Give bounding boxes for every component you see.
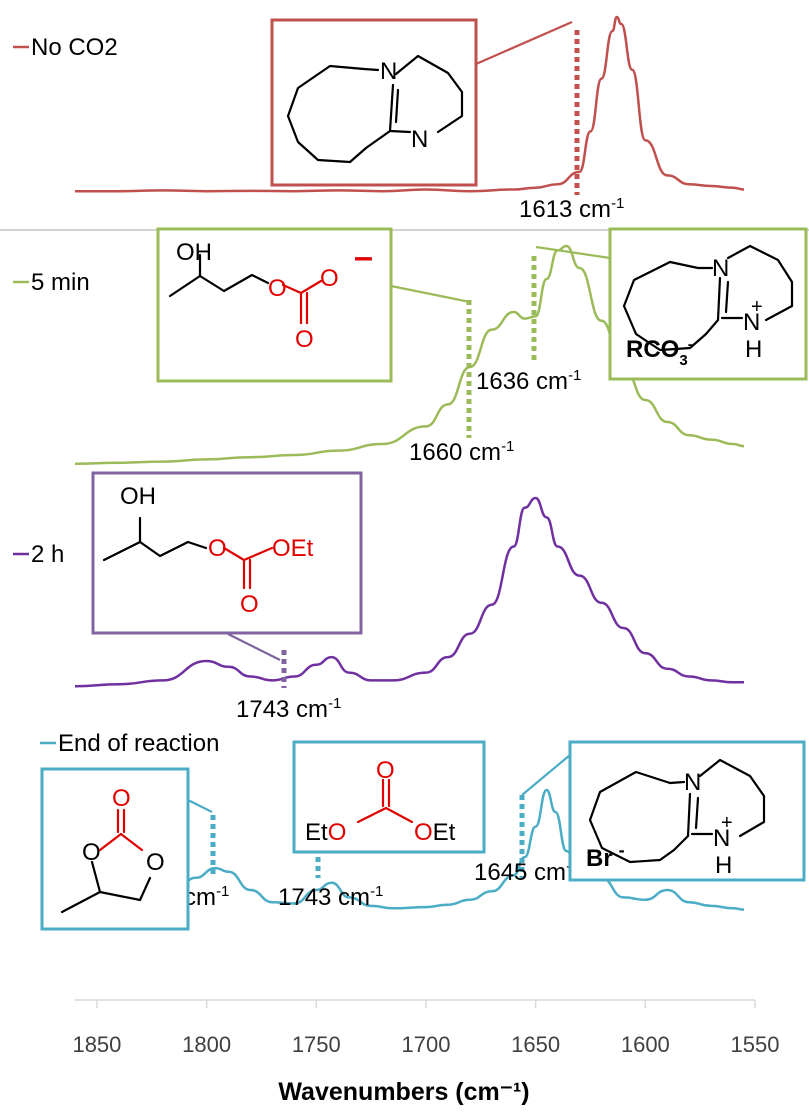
charge-label: + <box>721 812 733 834</box>
atom-label: OH <box>120 483 156 510</box>
atom-label: O <box>376 757 395 784</box>
x-tick-label: 1800 <box>182 1032 231 1057</box>
structure-hydroxy-ethyl-carbonate: OH O OEt O <box>91 471 363 635</box>
svg-text:5 min: 5 min <box>31 269 90 296</box>
structure-diethyl-carbonate: O EtO OEt <box>292 740 486 854</box>
atom-label: N <box>380 58 397 85</box>
atom-label: O <box>320 265 339 292</box>
counterion-label: RCO3- <box>626 336 693 369</box>
atom-label: O <box>112 785 131 812</box>
legend-no-co2: No CO2 <box>13 34 118 61</box>
legend-5-min: 5 min <box>13 269 90 296</box>
peak-label-1613: 1613 cm-1 <box>519 195 624 223</box>
peak-label-1660: 1660 cm-1 <box>409 438 514 466</box>
atom-label: N <box>411 126 428 153</box>
x-axis: 1850 1800 1750 1700 1650 1600 1550 Wavenumbers… <box>72 999 779 1106</box>
peak-label-1743-end: 1743 cm-1 <box>278 883 383 911</box>
peak-markers <box>210 30 580 878</box>
svg-text:No CO2: No CO2 <box>31 34 118 61</box>
atom-label: O <box>240 591 259 618</box>
atom-label: OEt <box>272 535 314 562</box>
spectra-traces <box>74 15 745 911</box>
structure-hydroxy-carbonate-anion: OH O O – O <box>156 227 393 383</box>
atom-label: O <box>268 275 287 302</box>
series-line-5-min <box>74 244 745 466</box>
x-tick-label: 1850 <box>72 1032 121 1057</box>
peak-label-1645: 1645 cm-1 <box>474 858 579 886</box>
svg-text:2 h: 2 h <box>31 541 64 568</box>
legend: No CO2 5 min 2 h End of reaction <box>13 34 219 757</box>
counterion-label: Br- <box>586 840 625 872</box>
atom-label: H <box>715 852 732 879</box>
svg-text:End of reaction: End of reaction <box>58 730 219 757</box>
x-tick-label: 1550 <box>731 1032 780 1057</box>
x-axis-ticks: 1850 1800 1750 1700 1650 1600 1550 <box>72 1000 779 1057</box>
atom-label: N <box>684 769 701 796</box>
structure-box <box>40 767 190 931</box>
x-tick-label: 1600 <box>621 1032 670 1057</box>
legend-2-h: 2 h <box>13 541 64 568</box>
atom-label: N <box>713 825 730 852</box>
x-tick-label: 1650 <box>511 1032 560 1057</box>
atom-label: O <box>82 839 101 866</box>
x-tick-label: 1700 <box>401 1032 450 1057</box>
atom-label: O <box>295 326 314 353</box>
atom-label: H <box>745 336 762 363</box>
atom-label: OH <box>176 239 212 266</box>
series-line-no-co2 <box>75 15 745 193</box>
charge-label: – <box>354 238 373 276</box>
atom-label: N <box>712 255 729 282</box>
charge-label: + <box>751 296 763 318</box>
atom-label: O <box>208 535 227 562</box>
peak-label-1636: 1636 cm-1 <box>476 367 581 395</box>
structure-dbu: N N <box>270 18 478 187</box>
structure-box <box>608 227 808 381</box>
atom-label: N <box>743 309 760 336</box>
x-axis-title: Wavenumbers (cm⁻¹) <box>278 1078 529 1106</box>
legend-end-of-reaction: End of reaction <box>40 730 219 757</box>
atom-label: OEt <box>414 819 456 846</box>
structure-box <box>156 227 393 383</box>
series-line-end-of-reaction <box>74 788 745 911</box>
series-line-2-h <box>74 496 744 688</box>
peak-label-1743-2h: 1743 cm-1 <box>236 695 341 723</box>
structure-dbuh-bromide: N N + H Br- <box>568 740 806 882</box>
x-tick-label: 1750 <box>292 1032 341 1057</box>
structure-box <box>91 471 363 635</box>
structure-propylene-carbonate: O O O <box>40 767 190 931</box>
atom-label: EtO <box>305 819 346 846</box>
structure-dbuh-carbonate: N N + H RCO3- <box>608 227 808 381</box>
structure-box <box>270 18 478 187</box>
atom-label: O <box>146 849 165 876</box>
